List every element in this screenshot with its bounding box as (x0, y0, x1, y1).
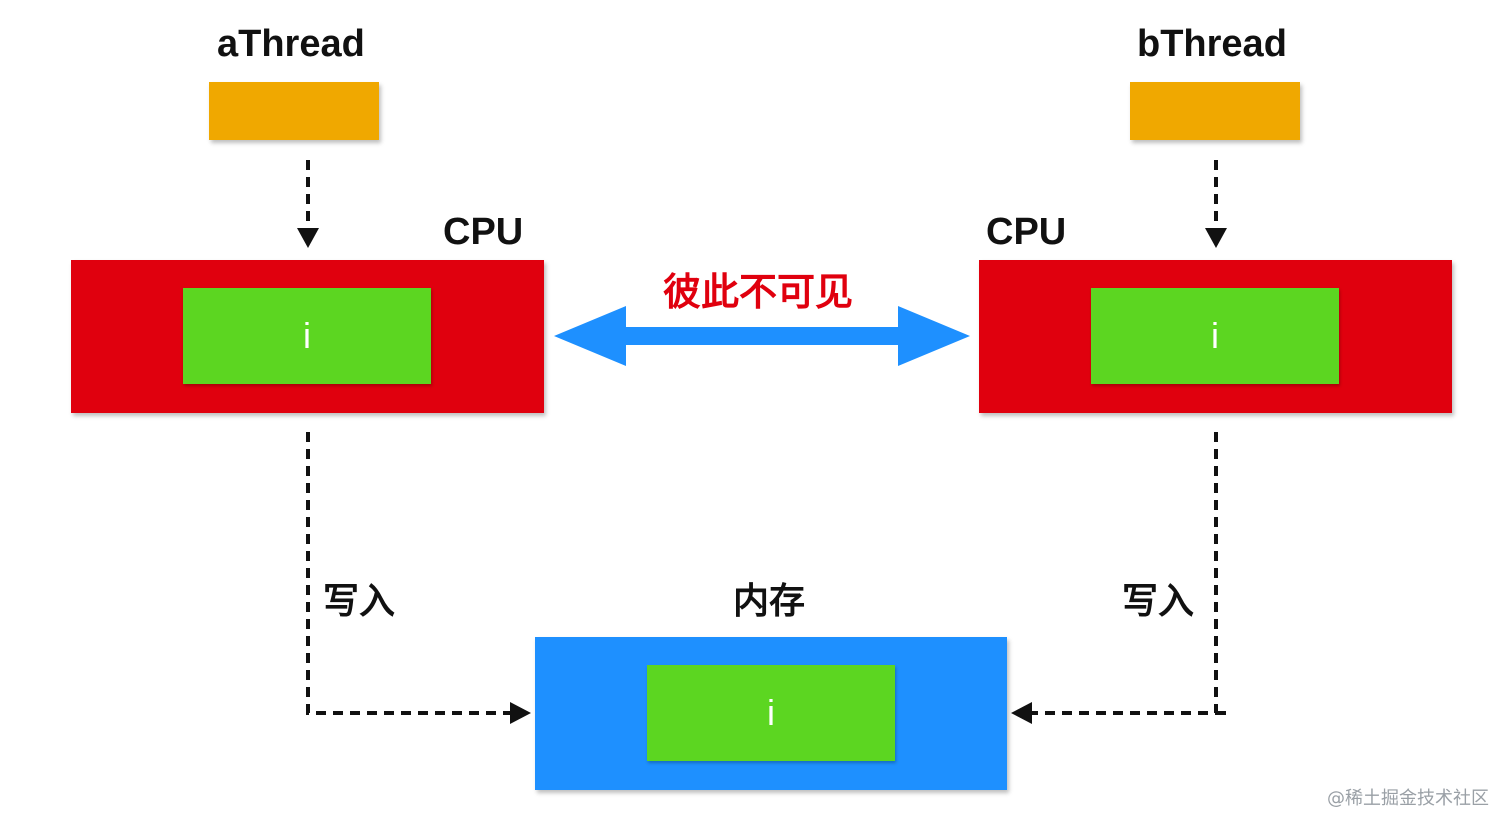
right-cpu-variable-label: i (1211, 315, 1219, 356)
right-cpu-label: CPU (986, 211, 1067, 253)
invisible-label: 彼此不可见 (663, 270, 854, 314)
left-cpu-box: i (71, 260, 544, 413)
left-cpu-variable-label: i (303, 315, 311, 356)
bthread-label: bThread (1137, 23, 1287, 65)
left-cpu-variable: i (183, 288, 431, 384)
bthread-box (1130, 82, 1300, 140)
memory-variable-label: i (767, 692, 775, 733)
left-cpu-to-memory-arrow (306, 432, 531, 724)
invisible-double-arrow (554, 306, 970, 366)
memory-variable: i (647, 665, 895, 761)
right-cpu-to-memory-arrow (1011, 432, 1230, 724)
athread-box (209, 82, 379, 140)
memory-label: 内存 (733, 581, 806, 622)
bthread-to-cpu-arrow (1205, 160, 1227, 248)
athread-label: aThread (217, 23, 365, 65)
watermark: @稀土掘金技术社区 (1327, 788, 1489, 809)
memory-box: i (535, 637, 1007, 790)
right-write-label: 写入 (1122, 581, 1195, 622)
athread-to-cpu-arrow (297, 160, 319, 248)
right-cpu-variable: i (1091, 288, 1339, 384)
left-write-label: 写入 (323, 581, 396, 622)
right-cpu-box: i (979, 260, 1452, 413)
left-cpu-label: CPU (443, 211, 524, 253)
